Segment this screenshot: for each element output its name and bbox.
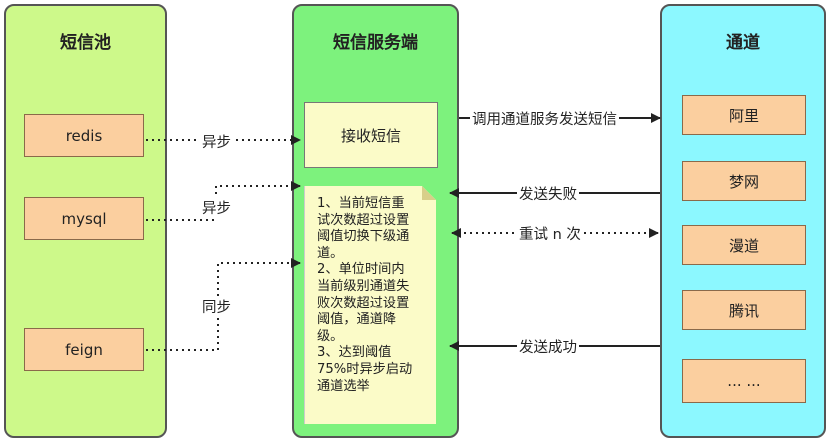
source-redis-box: redis <box>24 114 144 157</box>
sms-pool-title: 短信池 <box>60 33 111 53</box>
note-line: 1、当前短信重 <box>317 196 405 211</box>
edge-label-feign: 同步 <box>200 296 233 317</box>
note-line: 败次数超过设置 <box>317 295 410 311</box>
channel-mandao-box: 漫道 <box>682 225 806 265</box>
sms-server-title: 短信服务端 <box>333 33 418 53</box>
note-line: 通道选举 <box>317 378 370 394</box>
edge-label-mysql: 异步 <box>200 197 233 218</box>
edge-label-success: 发送成功 <box>517 336 579 357</box>
edge-label-redis: 异步 <box>200 131 233 152</box>
channel-more-box: ... ... <box>682 359 806 403</box>
note-line: 阈值，通道降 <box>317 312 397 328</box>
note-line: 3、达到阈值 <box>317 345 392 361</box>
strategy-note: 1、当前短信重 试次数超过设置 阈值切换下级通 道。 2、单位时间内 当前级别通… <box>304 186 436 424</box>
receive-sms-box: 接收短信 <box>304 102 438 168</box>
channel-title: 通道 <box>726 33 760 53</box>
edge-label-call: 调用通道服务发送短信 <box>470 108 619 129</box>
source-mysql-box: mysql <box>24 197 144 240</box>
edge-label-retry: 重试 n 次 <box>517 223 583 244</box>
note-line: 道。 <box>317 245 344 261</box>
arrow-mysql <box>146 181 301 221</box>
channel-mengwang-box: 梦网 <box>682 161 806 201</box>
channel-tencent-box: 腾讯 <box>682 290 806 330</box>
note-line: 2、单位时间内 <box>317 262 405 278</box>
channel-aliyun-box: 阿里 <box>682 95 806 135</box>
note-line: 75%时异步启动 <box>317 361 413 377</box>
note-line: 级。 <box>317 328 344 344</box>
source-feign-box: feign <box>24 328 144 371</box>
note-line: 当前级别通道失 <box>317 278 410 294</box>
edge-label-fail: 发送失败 <box>517 183 579 204</box>
note-line: 试次数超过设置 <box>317 212 410 228</box>
note-line: 阈值切换下级通 <box>317 229 410 245</box>
